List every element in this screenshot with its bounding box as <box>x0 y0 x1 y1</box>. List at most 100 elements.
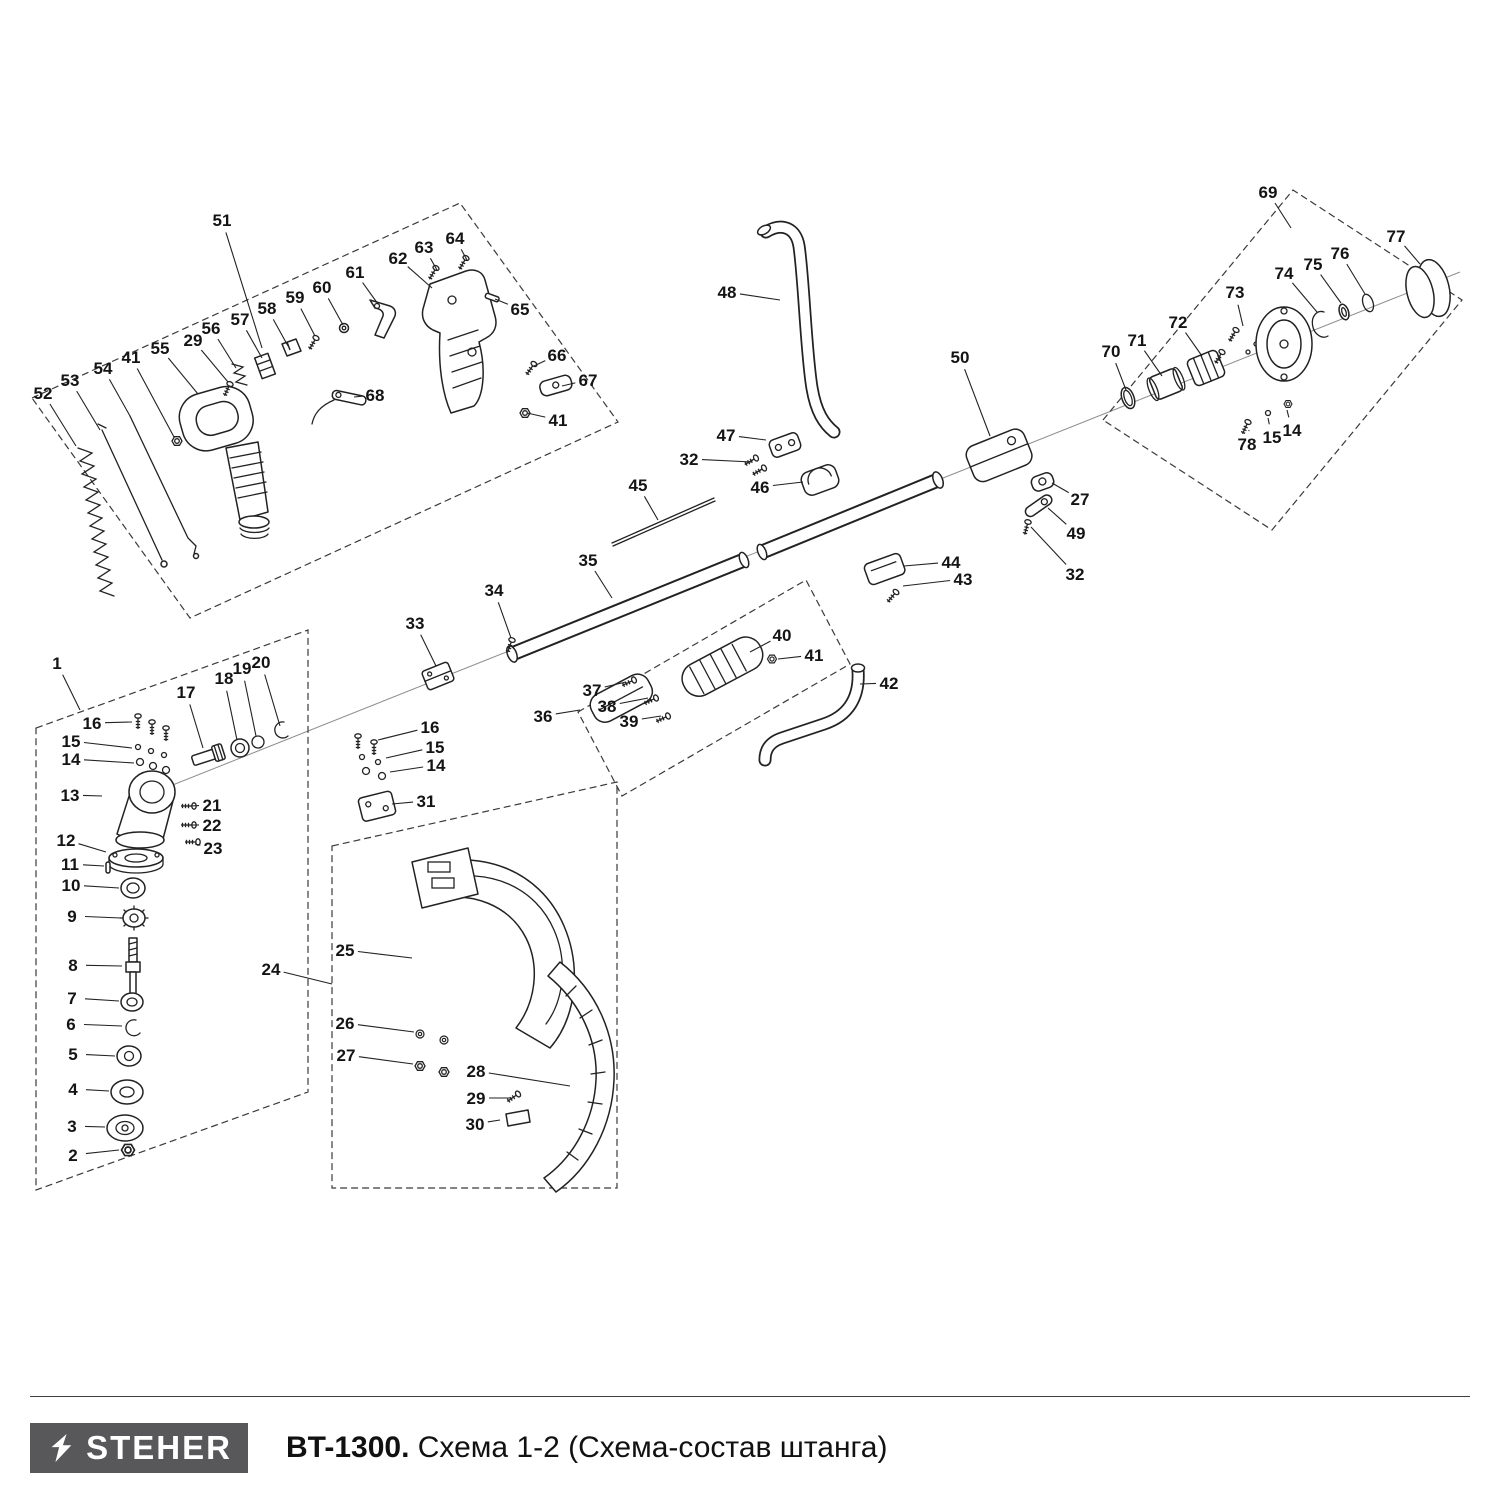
part-washer-15a <box>134 743 142 751</box>
part-label-68: 68 <box>366 386 385 405</box>
part-label-70: 70 <box>1102 342 1121 361</box>
part-holder-5 <box>116 1045 142 1067</box>
part-label-63: 63 <box>415 238 434 257</box>
leader-line-38 <box>619 697 649 705</box>
part-screw-16b <box>148 719 156 736</box>
leader-line-46 <box>772 481 804 487</box>
leader-line-28 <box>488 1072 571 1087</box>
part-nut-41c <box>766 654 778 664</box>
part-washer-15r <box>1264 409 1272 417</box>
leader-line-31 <box>391 801 414 805</box>
leader-line-32 <box>701 459 753 463</box>
leader-line-15 <box>83 741 133 749</box>
part-spring-52 <box>77 447 115 597</box>
part-label-56: 56 <box>202 319 221 338</box>
part-label-8: 8 <box>68 956 77 975</box>
part-grip-40 <box>681 636 764 697</box>
leader-line-37 <box>604 681 627 688</box>
part-shaft-8 <box>125 937 141 995</box>
leader-line-76 <box>1346 263 1366 295</box>
leader-line-43 <box>902 579 951 587</box>
part-bearing-18 <box>230 738 250 758</box>
part-label-52: 52 <box>34 384 53 403</box>
leader-line-36 <box>555 709 581 715</box>
part-label-28: 28 <box>467 1062 486 1081</box>
leader-line-20 <box>264 674 281 727</box>
part-screw-39 <box>654 711 672 726</box>
part-label-37: 37 <box>583 681 602 700</box>
part-label-42: 42 <box>880 674 899 693</box>
footer-divider <box>30 1396 1470 1397</box>
part-label-75: 75 <box>1304 255 1323 274</box>
leader-line-70 <box>1115 362 1127 391</box>
part-label-49: 49 <box>1067 524 1086 543</box>
part-label-65: 65 <box>511 300 530 319</box>
part-bell-housing-69 <box>1255 306 1313 382</box>
leader-line-25 <box>357 950 413 959</box>
exploded-parts <box>77 220 1451 1193</box>
part-drum-77 <box>1405 258 1451 319</box>
leader-line-45 <box>643 496 659 521</box>
part-screw-32 <box>742 453 761 468</box>
part-bushing-71 <box>1146 366 1186 402</box>
part-screw-59 <box>306 333 321 352</box>
part-ring-14b <box>148 761 158 771</box>
schematic-caption: BT-1300. Схема 1-2 (Схема-состав штанга) <box>286 1431 887 1465</box>
leader-line-26 <box>357 1024 415 1033</box>
part-rear-handle-55 <box>178 385 270 540</box>
brand-name: STEHER <box>86 1429 232 1466</box>
leader-line-54 <box>108 379 131 417</box>
leader-line-40 <box>749 640 771 653</box>
part-label-71: 71 <box>1128 331 1147 350</box>
part-label-27: 27 <box>1071 490 1090 509</box>
part-label-50: 50 <box>951 348 970 367</box>
part-label-58: 58 <box>258 299 277 318</box>
schematic-model: BT-1300. <box>286 1431 410 1464</box>
part-label-4: 4 <box>68 1080 78 1099</box>
leader-line-9 <box>84 915 122 919</box>
box-front-grip-assembly <box>577 579 851 797</box>
part-screw-43 <box>884 587 901 605</box>
part-grip-tube-42 <box>758 663 866 767</box>
part-ring-19 <box>251 735 265 749</box>
part-label-76: 76 <box>1331 244 1350 263</box>
leader-line-34 <box>497 602 512 639</box>
leader-line-17 <box>189 704 204 749</box>
part-gear-9 <box>119 905 149 931</box>
part-label-14: 14 <box>1283 421 1302 440</box>
part-flex-shaft-45 <box>611 497 716 547</box>
part-flange-12 <box>108 848 164 874</box>
leader-line-35 <box>594 570 613 599</box>
part-coupler-33 <box>421 661 455 691</box>
part-washer-15d <box>358 753 366 761</box>
leader-line-15 <box>385 749 423 759</box>
leader-line-5 <box>85 1054 116 1057</box>
part-label-18: 18 <box>215 669 234 688</box>
leader-line-32 <box>1030 526 1067 565</box>
part-oring-70 <box>1120 386 1136 410</box>
leader-line-2 <box>85 1149 120 1155</box>
part-label-1: 1 <box>52 654 61 673</box>
part-screw-32c <box>1020 518 1033 537</box>
leader-line-4 <box>85 1089 110 1092</box>
part-block-57 <box>253 352 277 380</box>
part-bracket-58 <box>281 338 302 357</box>
box-guard-assembly <box>331 781 618 1189</box>
part-label-24: 24 <box>262 960 281 979</box>
assembly-boundary-boxes <box>31 189 1463 1191</box>
part-label-31: 31 <box>417 792 436 811</box>
steher-logo-icon <box>51 1433 72 1463</box>
part-label-7: 7 <box>67 989 76 1008</box>
part-label-15: 15 <box>426 738 445 757</box>
exploded-diagram: 5163646261605958575629554154535265666768… <box>31 183 1463 1193</box>
part-plate-30 <box>505 1109 531 1127</box>
part-label-29: 29 <box>467 1089 486 1108</box>
part-clamp-27 <box>1030 472 1055 492</box>
leader-line-30 <box>487 1119 501 1123</box>
part-label-12: 12 <box>57 831 76 850</box>
leader-line-53 <box>76 390 101 431</box>
part-ring-14e <box>377 771 387 781</box>
part-ring-14a <box>135 757 145 767</box>
leader-line-14 <box>389 766 424 773</box>
